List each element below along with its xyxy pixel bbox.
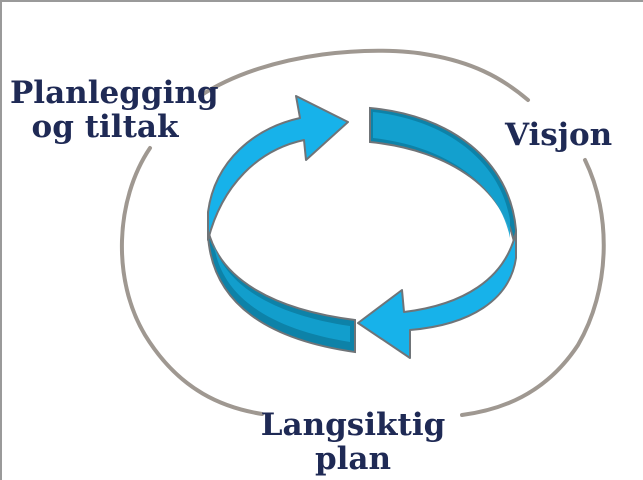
outer-ring-left-arc — [119, 146, 264, 416]
arrow-body-lower-right — [357, 231, 517, 359]
cycle-arrow-upper-left — [207, 95, 349, 241]
cycle-arrow-lower-left — [207, 229, 356, 354]
label-planning-and-measures: Planlegging og tiltak — [10, 75, 219, 145]
label-plan-line2: plan — [314, 441, 392, 477]
label-vision: Visjon — [505, 117, 613, 153]
label-planning-line2: og tiltak — [31, 109, 179, 145]
outer-ring-top-arc — [198, 48, 530, 102]
arrow-body-upper-left — [207, 95, 349, 241]
label-plan-line1: Langsiktig — [260, 407, 446, 443]
cycle-arrow-upper-right — [369, 106, 517, 256]
label-planning-line1: Planlegging — [10, 75, 219, 111]
label-long-term-plan: Langsiktig plan — [248, 408, 458, 476]
outer-ring-right-arc — [460, 158, 606, 417]
cycle-arrow-lower-right — [357, 231, 517, 359]
